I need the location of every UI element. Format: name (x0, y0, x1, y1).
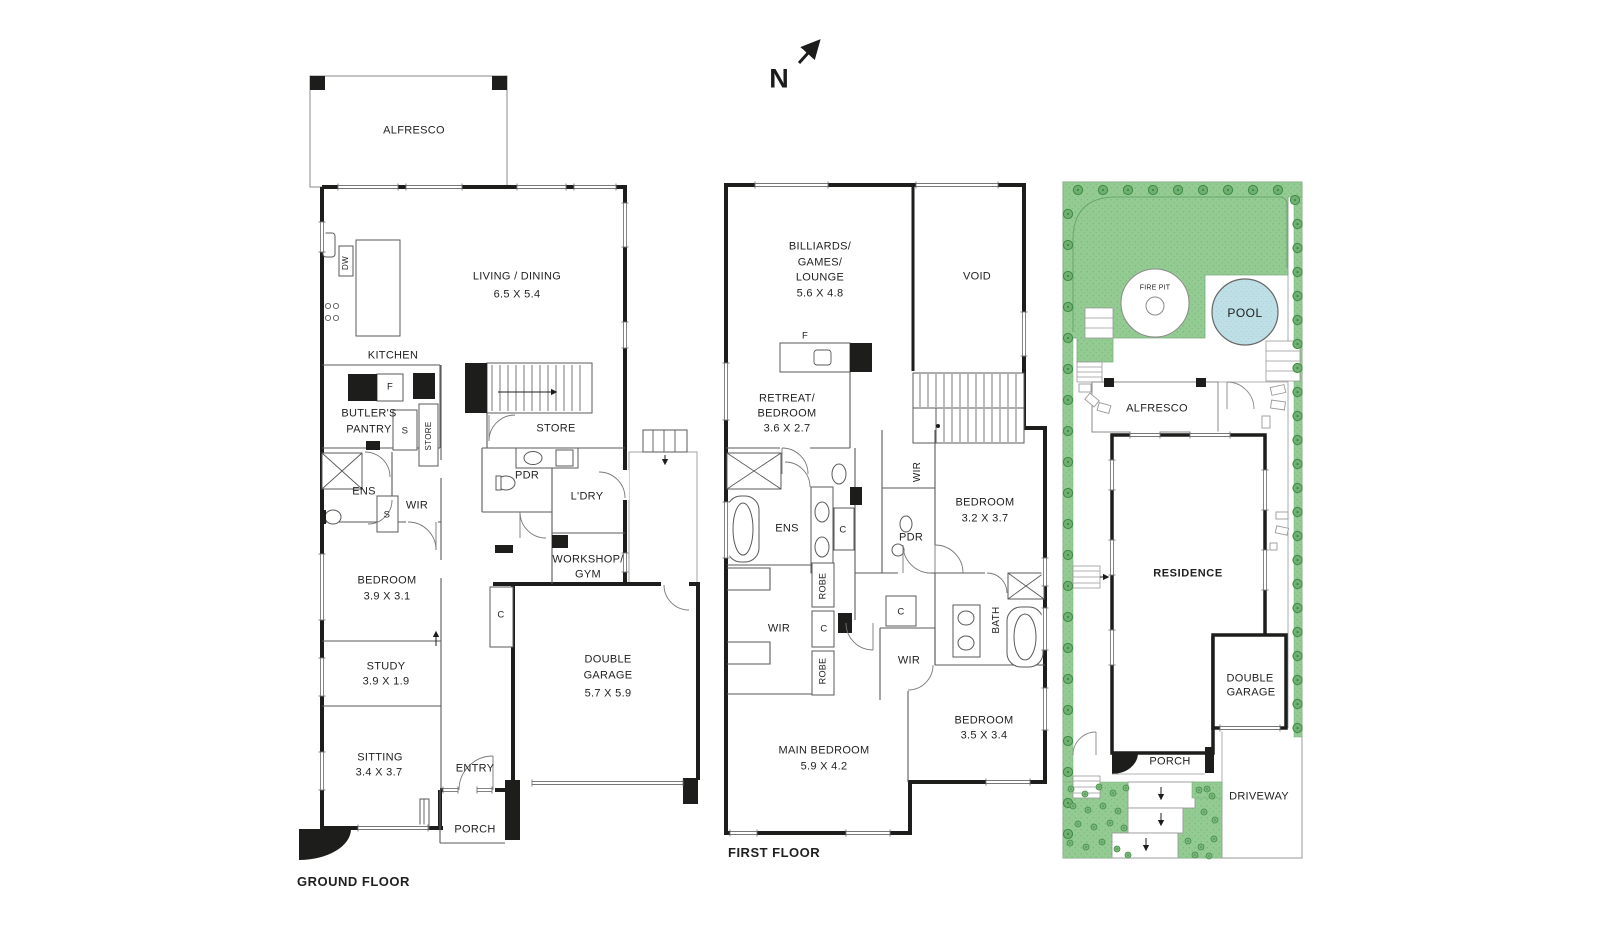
room-dims-living-dining: 6.5 X 5.4 (493, 288, 541, 301)
area-label-garage-site-2: GARAGE (1226, 686, 1276, 699)
room-label-living-dining: LIVING / DINING (472, 270, 562, 283)
room-label-retreat-2: BEDROOM (757, 407, 817, 420)
room-label-porch-gf: PORCH (454, 823, 496, 836)
fixture-label-cupboard-a: C (839, 524, 847, 536)
room-label-wir-c: WIR (897, 654, 921, 667)
fixture-label-cupboard-gf: C (497, 609, 505, 621)
room-label-laundry: L'DRY (570, 490, 604, 503)
room-label-bath: BATH (991, 606, 1002, 634)
room-label-retreat-1: RETREAT/ (759, 392, 815, 405)
fixture-label-cupboard-b: C (820, 623, 828, 635)
room-dims-main-bedroom: 5.9 X 4.2 (800, 760, 848, 773)
room-label-ens-ff: ENS (775, 522, 799, 535)
room-label-void: VOID (962, 270, 992, 283)
room-label-bedroom-gf: BEDROOM (357, 574, 417, 587)
room-label-wir-gf: WIR (405, 499, 429, 512)
area-label-fire-pit: FIRE PIT (1139, 284, 1171, 292)
area-label-driveway: DRIVEWAY (1229, 790, 1289, 803)
area-label-residence: RESIDENCE (1153, 567, 1223, 580)
area-label-alfresco-site: ALFRESCO (1126, 402, 1188, 415)
room-dims-sitting: 3.4 X 3.7 (355, 766, 403, 779)
ground-floor-title: GROUND FLOOR (297, 874, 410, 889)
area-label-porch-site: PORCH (1149, 755, 1191, 768)
room-label-ens-gf: ENS (352, 485, 376, 498)
fixture-label-shelves-a: S (401, 425, 409, 437)
room-dims-retreat: 3.6 X 2.7 (763, 422, 811, 435)
fixture-label-store-closet: STORE (424, 421, 433, 451)
room-label-garage-gf-1: DOUBLE (584, 653, 632, 666)
room-label-workshop-1: WORKSHOP/ (552, 553, 624, 566)
room-label-study: STUDY (366, 660, 406, 673)
fixture-label-fridge-ff: F (801, 330, 809, 342)
north-label: N (769, 63, 789, 94)
fixture-label-robe-a: ROBE (817, 572, 828, 600)
fixture-label-fridge-gf: F (386, 381, 394, 393)
room-label-billiards-3: LOUNGE (795, 271, 845, 284)
room-label-garage-gf-2: GARAGE (583, 669, 633, 682)
room-label-entry: ENTRY (455, 762, 495, 775)
room-label-bedroom-2: BEDROOM (955, 496, 1015, 509)
room-dims-bedroom-gf: 3.9 X 3.1 (363, 590, 411, 603)
site-plan-panel (1062, 181, 1303, 860)
room-label-store: STORE (536, 422, 576, 435)
room-label-kitchen: KITCHEN (367, 349, 419, 362)
room-label-wir-a: WIR (912, 461, 923, 483)
room-dims-bedroom-3: 3.5 X 3.4 (960, 729, 1008, 742)
first-floor-title: FIRST FLOOR (728, 845, 821, 860)
room-label-main-bedroom: MAIN BEDROOM (778, 744, 870, 757)
room-label-workshop-2: GYM (575, 568, 601, 581)
area-label-garage-site-1: DOUBLE (1226, 672, 1274, 685)
room-label-butlers-pantry-2: PANTRY (346, 423, 392, 436)
room-dims-garage-gf: 5.7 X 5.9 (584, 687, 632, 700)
fixture-label-robe-b: ROBE (817, 657, 828, 685)
north-arrow-icon (797, 39, 821, 65)
first-floor-panel (722, 181, 1049, 837)
room-label-pdr-ff: PDR (898, 531, 924, 544)
room-label-alfresco-gf: ALFRESCO (383, 124, 445, 137)
room-label-pdr-gf: PDR (514, 469, 540, 482)
room-label-butlers-pantry-1: BUTLER'S (341, 407, 397, 420)
area-label-pool: POOL (1227, 306, 1263, 320)
room-label-billiards-1: BILLIARDS/ (788, 240, 852, 253)
room-dims-study: 3.9 X 1.9 (362, 675, 410, 688)
room-label-sitting: SITTING (357, 751, 403, 764)
room-dims-bedroom-2: 3.2 X 3.7 (961, 512, 1009, 525)
room-label-bedroom-3: BEDROOM (954, 714, 1014, 727)
room-label-billiards-2: GAMES/ (797, 256, 843, 269)
room-dims-billiards: 5.6 X 4.8 (796, 287, 844, 300)
ground-floor-panel (299, 75, 700, 860)
room-label-wir-b: WIR (767, 622, 791, 635)
fixture-label-dishwasher: DW (341, 256, 350, 270)
fixture-label-cupboard-c: C (897, 606, 905, 618)
fixture-label-shelves-b: S (383, 509, 391, 521)
